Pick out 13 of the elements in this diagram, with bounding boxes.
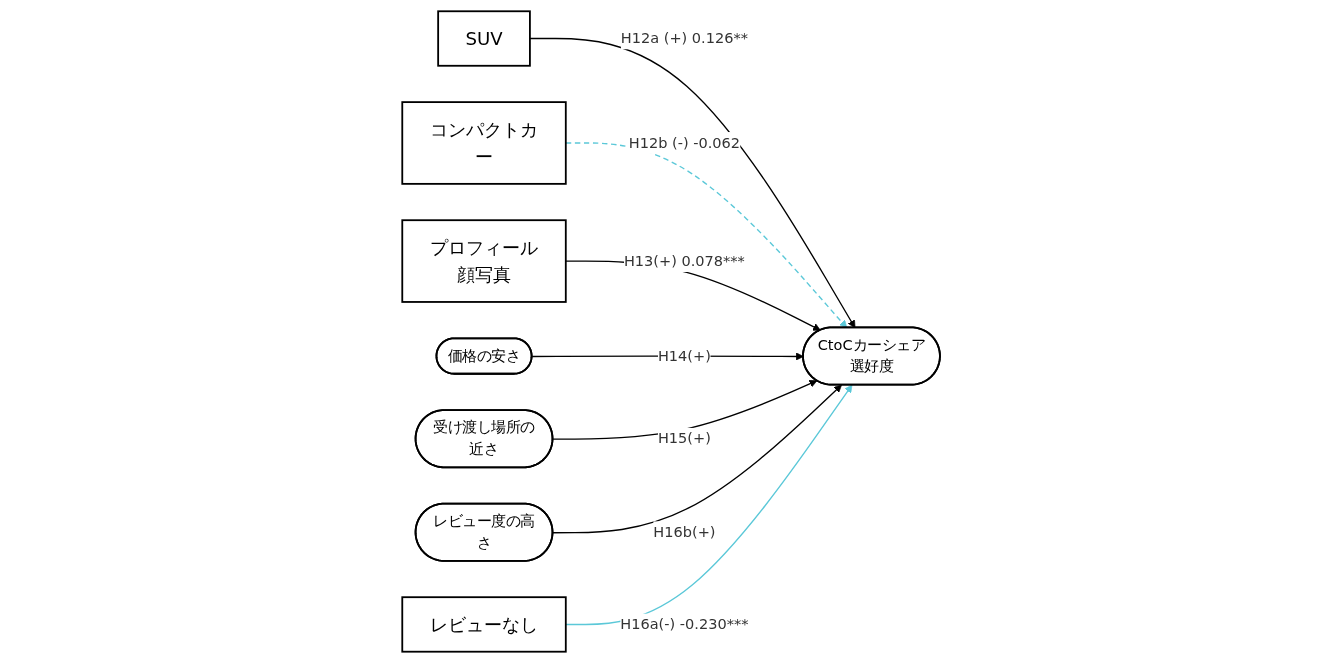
arrow [565,384,853,626]
node-box: コンパクトカー [401,101,567,185]
edge-label: H12b (-) -0.062 [628,133,740,152]
edge-label: H16a(-) -0.230*** [620,615,749,633]
edge-label: H14(+) [657,346,711,365]
node-box: SUV [437,10,531,67]
edge-label: H16b(+) [653,523,716,541]
node-box: レビューなし [401,596,567,653]
arrow [552,384,842,534]
node-box: プロフィール顔写真 [401,219,567,303]
edge-label: H15(+) [657,429,711,447]
edge-label: H12a (+) 0.126** [620,29,748,47]
edge-label: H13(+) 0.078*** [623,252,745,270]
